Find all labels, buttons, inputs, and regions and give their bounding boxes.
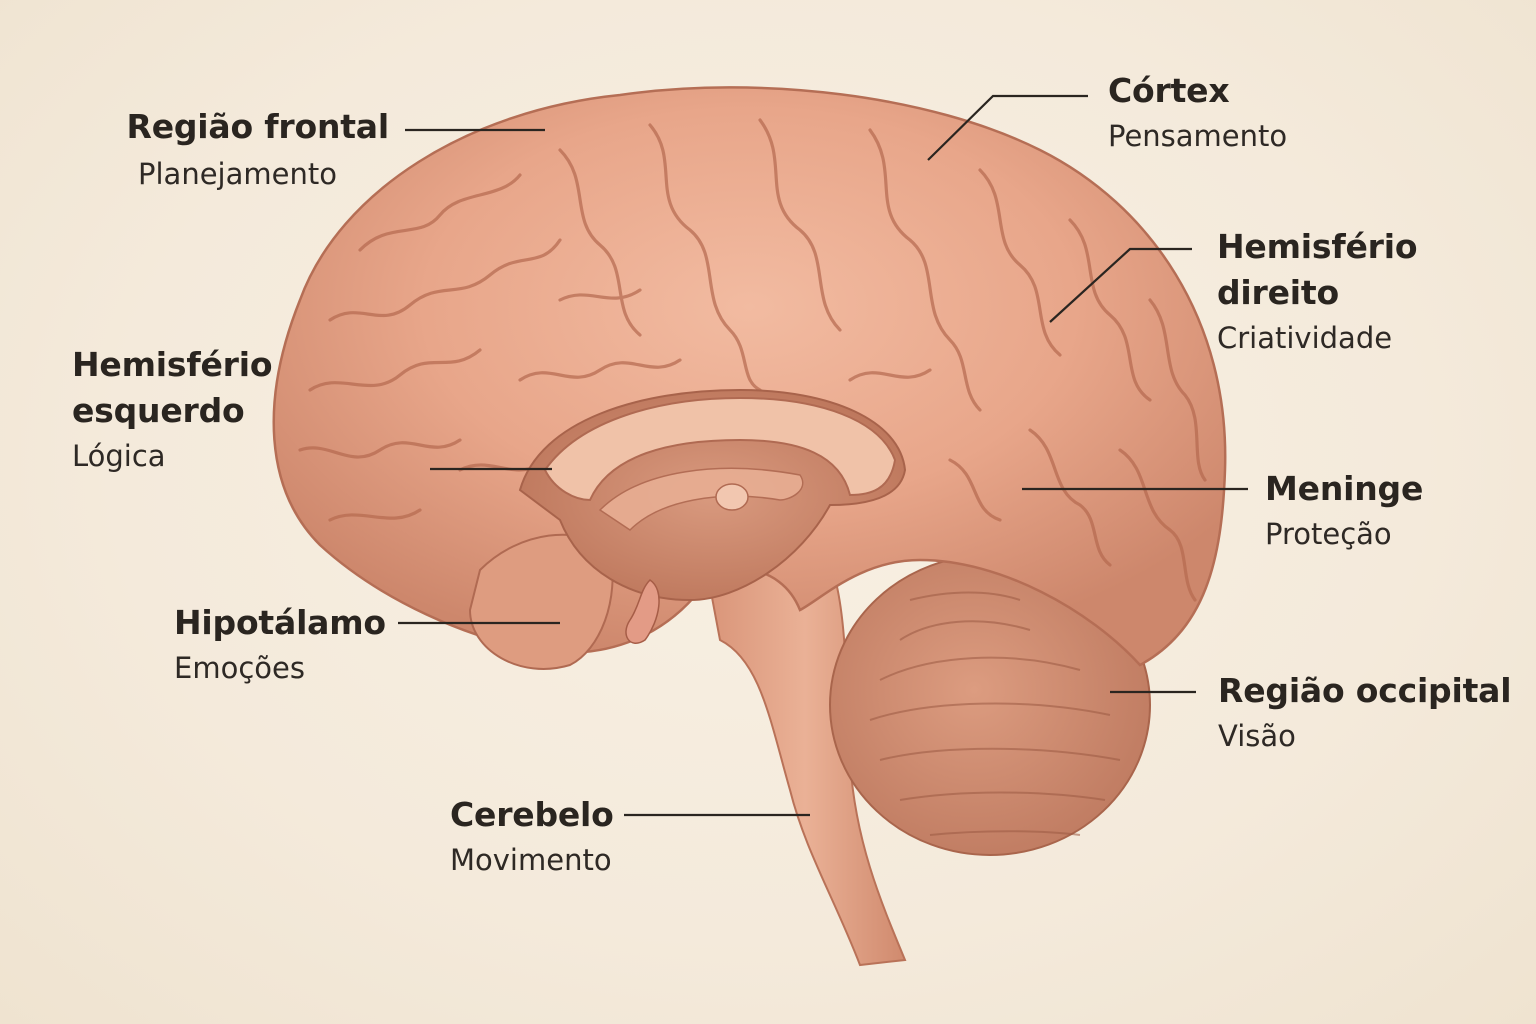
label-regiao-frontal: Região frontal: [126, 104, 389, 150]
hemisferio-esquerdo-desc: Lógica: [72, 439, 166, 473]
pituitary: [625, 579, 660, 644]
cortex-title: Córtex: [1108, 71, 1230, 110]
meninge-title: Meninge: [1265, 469, 1424, 508]
leader-hemisferio-direito: [1049, 247, 1192, 323]
hemisferio-direito-title-1: Hemisfério: [1217, 227, 1418, 266]
regiao-occipital-title: Região occipital: [1218, 671, 1512, 710]
meninge-desc: Proteção: [1265, 517, 1392, 551]
hemisferio-direito-title-2: direito: [1217, 273, 1339, 312]
leader-cortex: [927, 94, 1088, 161]
leader-lines: [398, 94, 1248, 817]
label-cortex: Córtex Pensamento: [1108, 68, 1287, 158]
hemisferio-esquerdo-title-2: esquerdo: [72, 391, 245, 430]
thalamus-dot: [715, 483, 749, 511]
cerebelo-title: Cerebelo: [450, 795, 614, 834]
hemisferio-esquerdo-title-1: Hemisfério: [72, 345, 273, 384]
regiao-frontal-title: Região frontal: [126, 107, 389, 146]
hemisferio-direito-desc: Criatividade: [1217, 321, 1393, 355]
fornix: [598, 467, 804, 531]
label-hemisferio-esquerdo: Hemisfério esquerdo Lógica: [72, 342, 273, 478]
cerebellum-folds: [869, 591, 1121, 836]
label-hemisferio-direito: Hemisfério direito Criatividade: [1217, 224, 1418, 360]
label-regiao-occipital: Região occipital Visão: [1218, 668, 1512, 758]
temporal-lobe: [468, 533, 614, 670]
regiao-frontal-desc: Planejamento: [138, 157, 337, 191]
cortex-desc: Pensamento: [1108, 119, 1288, 153]
hipotalamo-title: Hipotálamo: [174, 603, 386, 642]
hipotalamo-desc: Emoções: [174, 651, 305, 685]
regiao-occipital-desc: Visão: [1218, 719, 1296, 753]
label-hipotalamo: Hipotálamo Emoções: [174, 600, 386, 690]
label-meninge: Meninge Proteção: [1265, 466, 1423, 556]
label-regiao-frontal-desc: Planejamento: [138, 152, 337, 196]
label-cerebelo: Cerebelo Movimento: [450, 792, 614, 882]
cerebelo-desc: Movimento: [450, 843, 612, 877]
cortex-folds: [298, 118, 1207, 602]
corpus-callosum: [543, 396, 897, 502]
